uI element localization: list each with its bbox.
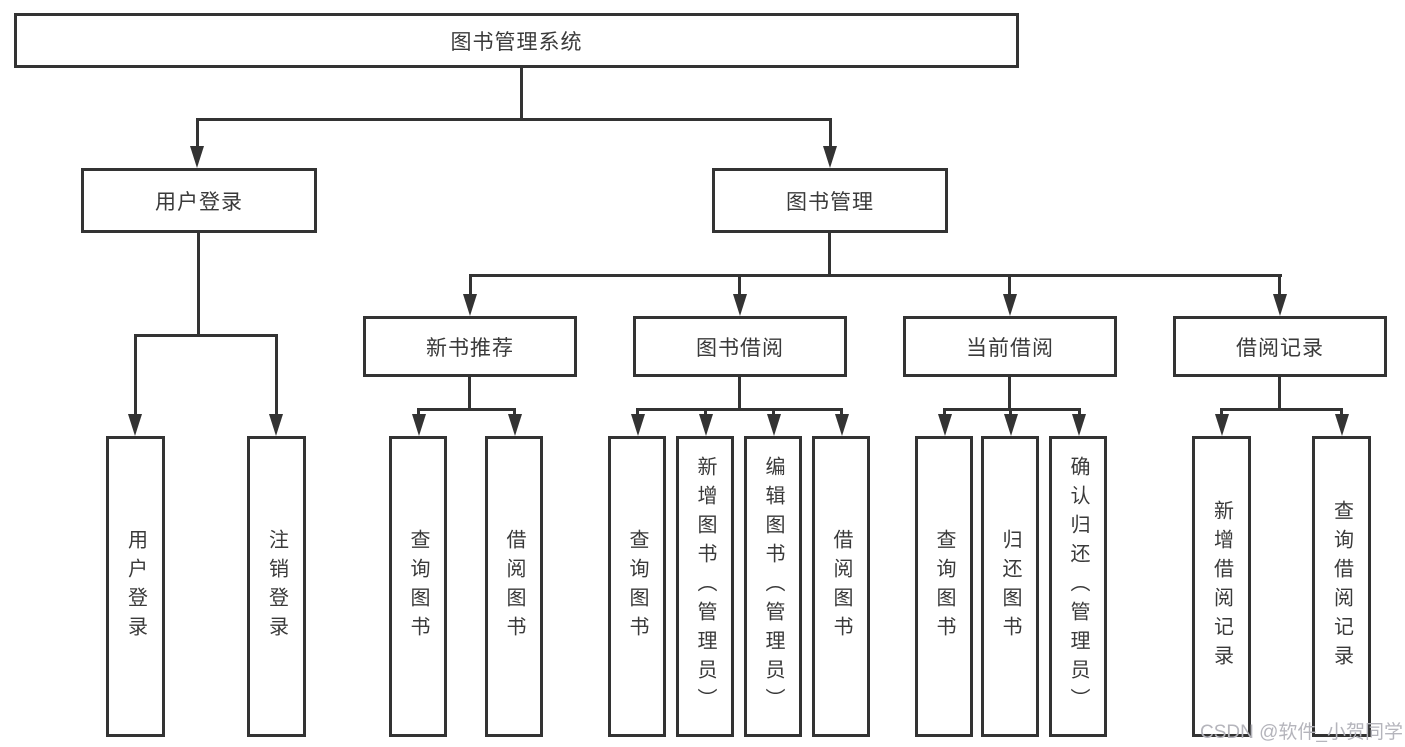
- arrow-down-icon: [269, 414, 283, 436]
- node-leaf-query-book-1-label: 查询图书: [407, 528, 429, 645]
- node-new-book-recommend-label: 新书推荐: [426, 336, 514, 360]
- node-library-system-label: 图书管理系统: [450, 30, 583, 54]
- node-current-borrowing: 当前借阅: [903, 316, 1117, 377]
- connector-line: [1008, 274, 1011, 310]
- connector-line: [468, 377, 471, 408]
- node-book-management: 图书管理: [712, 168, 948, 233]
- node-leaf-query-borrow-record: 查询借阅记录: [1312, 436, 1371, 737]
- arrow-down-icon: [835, 414, 849, 436]
- node-leaf-user-login: 用户登录: [106, 436, 165, 737]
- node-leaf-edit-book-admin-label: 编辑图书（管理员）: [762, 456, 784, 717]
- connector-line: [520, 67, 523, 120]
- arrow-down-icon: [699, 414, 713, 436]
- arrow-down-icon: [733, 294, 747, 316]
- arrow-down-icon: [1072, 414, 1086, 436]
- node-leaf-add-book-admin: 新增图书（管理员）: [676, 436, 734, 737]
- connector-line: [275, 334, 278, 430]
- arrow-down-icon: [938, 414, 952, 436]
- connector-line: [738, 377, 741, 408]
- connector-line: [197, 233, 200, 334]
- arrow-down-icon: [190, 146, 204, 168]
- arrow-down-icon: [631, 414, 645, 436]
- node-borrowing-records: 借阅记录: [1173, 316, 1387, 377]
- arrow-down-icon: [128, 414, 142, 436]
- connector-line: [943, 408, 1081, 411]
- arrow-down-icon: [1004, 414, 1018, 436]
- connector-line: [134, 334, 137, 430]
- node-leaf-add-borrow-record: 新增借阅记录: [1192, 436, 1251, 737]
- node-leaf-edit-book-admin: 编辑图书（管理员）: [744, 436, 802, 737]
- connector-line: [469, 274, 1282, 277]
- connector-line: [1220, 408, 1342, 411]
- connector-line: [469, 274, 472, 310]
- node-leaf-return-book: 归还图书: [981, 436, 1039, 737]
- node-leaf-borrow-book-2-label: 借阅图书: [830, 528, 852, 645]
- connector-line: [828, 233, 831, 274]
- node-leaf-query-book-2-label: 查询图书: [626, 528, 648, 645]
- arrow-down-icon: [767, 414, 781, 436]
- node-leaf-borrow-book-2: 借阅图书: [812, 436, 870, 737]
- connector-line: [636, 408, 843, 411]
- node-borrowing-records-label: 借阅记录: [1236, 336, 1324, 360]
- node-leaf-add-book-admin-label: 新增图书（管理员）: [694, 456, 716, 717]
- connector-line: [196, 118, 832, 121]
- node-user-login-label: 用户登录: [155, 190, 243, 214]
- connector-line: [1008, 377, 1011, 408]
- node-leaf-user-login-label: 用户登录: [124, 528, 147, 645]
- node-leaf-borrow-book-1-label: 借阅图书: [503, 528, 525, 645]
- node-leaf-add-borrow-record-label: 新增借阅记录: [1210, 499, 1233, 674]
- arrow-down-icon: [508, 414, 522, 436]
- connector-line: [1278, 377, 1281, 408]
- node-current-borrowing-label: 当前借阅: [966, 336, 1054, 360]
- node-leaf-logout: 注销登录: [247, 436, 306, 737]
- arrow-down-icon: [1335, 414, 1349, 436]
- node-leaf-borrow-book-1: 借阅图书: [485, 436, 543, 737]
- node-leaf-query-book-2: 查询图书: [608, 436, 666, 737]
- node-leaf-logout-label: 注销登录: [265, 528, 288, 645]
- arrow-down-icon: [823, 146, 837, 168]
- connector-line: [1278, 274, 1281, 310]
- node-leaf-return-book-label: 归还图书: [999, 528, 1021, 645]
- node-library-system: 图书管理系统: [14, 13, 1019, 68]
- node-leaf-confirm-return-admin: 确认归还（管理员）: [1049, 436, 1107, 737]
- node-leaf-query-borrow-record-label: 查询借阅记录: [1330, 499, 1353, 674]
- node-book-borrowing: 图书借阅: [633, 316, 847, 377]
- arrow-down-icon: [463, 294, 477, 316]
- node-user-login: 用户登录: [81, 168, 317, 233]
- csdn-watermark: CSDN @软件_小贺同学: [1200, 722, 1403, 743]
- connector-line: [134, 334, 278, 337]
- arrow-down-icon: [1003, 294, 1017, 316]
- node-new-book-recommend: 新书推荐: [363, 316, 577, 377]
- arrow-down-icon: [1215, 414, 1229, 436]
- connector-line: [196, 118, 199, 162]
- node-leaf-confirm-return-admin-label: 确认归还（管理员）: [1067, 456, 1089, 717]
- node-leaf-query-book-1: 查询图书: [389, 436, 447, 737]
- connector-line: [417, 408, 516, 411]
- node-leaf-query-book-3-label: 查询图书: [933, 528, 955, 645]
- connector-line: [829, 118, 832, 162]
- arrow-down-icon: [1273, 294, 1287, 316]
- node-book-management-label: 图书管理: [786, 190, 874, 214]
- connector-line: [738, 274, 741, 310]
- node-book-borrowing-label: 图书借阅: [696, 336, 784, 360]
- arrow-down-icon: [412, 414, 426, 436]
- node-leaf-query-book-3: 查询图书: [915, 436, 973, 737]
